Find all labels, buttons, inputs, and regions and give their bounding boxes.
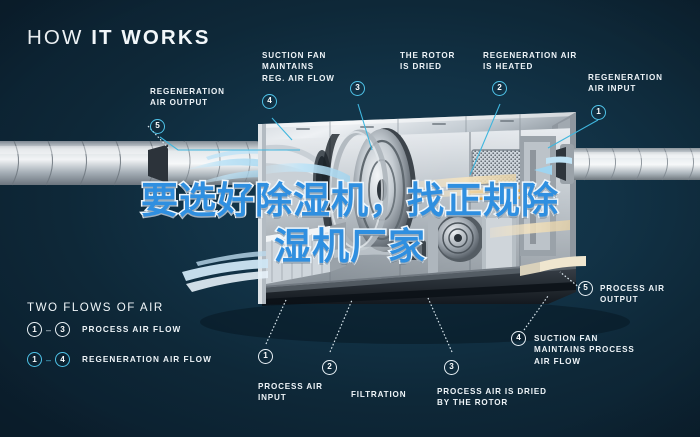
callout-badge-regeneration-air-heated[interactable]: 2	[492, 81, 507, 96]
legend-badge-from: 1	[27, 352, 42, 367]
dehumidifier-cabinet	[258, 112, 576, 306]
legend-row-process-air-flow: 1 – 3 PROCESS AIR FLOW	[27, 322, 181, 337]
callout-badge-rotor-is-dried[interactable]: 3	[350, 81, 365, 96]
callout-label-filtration: FILTRATION	[351, 390, 407, 399]
callout-label-process-air-dried: PROCESS AIR IS DRIED BY THE ROTOR	[437, 387, 547, 408]
filtration-unit	[266, 222, 346, 284]
legend-dash: –	[46, 354, 52, 365]
callout-badge-regeneration-air-output[interactable]: 5	[150, 119, 165, 134]
callout-label-regeneration-air-input: REGENERATION AIR INPUT	[588, 73, 663, 94]
callout-label-process-air-output: PROCESS AIR OUTPUT	[600, 284, 665, 305]
legend-heading: TWO FLOWS OF AIR	[27, 301, 164, 314]
legend-text-process-air-flow: PROCESS AIR FLOW	[82, 325, 182, 334]
leader-lines-cyan	[159, 103, 599, 176]
legend-text-regeneration-air-flow: REGENERATION AIR FLOW	[82, 355, 212, 364]
callout-badge-process-air-output[interactable]: 5	[578, 281, 593, 296]
internal-airflow-ribbons	[266, 163, 570, 258]
legend-badge-to: 3	[55, 322, 71, 337]
process-air-output-lip	[520, 256, 586, 276]
legend-dash: –	[46, 324, 52, 335]
page-title: HOW IT WORKS	[27, 26, 211, 50]
desiccant-rotor	[321, 128, 416, 252]
callout-label-rotor-is-dried: THE ROTOR IS DRIED	[400, 51, 456, 72]
callout-badge-suction-fan-process[interactable]: 4	[511, 331, 526, 346]
legend-badge-to: 4	[55, 352, 71, 367]
callout-badge-filtration[interactable]: 2	[322, 360, 337, 375]
callout-label-process-air-input: PROCESS AIR INPUT	[258, 382, 323, 403]
airflow-process-input-ribbons	[182, 251, 268, 292]
legend-badge-from: 1	[27, 322, 42, 337]
callout-badge-process-air-input[interactable]: 1	[258, 349, 273, 364]
callout-label-regeneration-air-output: REGENERATION AIR OUTPUT	[150, 87, 225, 108]
right-spiral-duct	[556, 144, 700, 184]
callout-label-suction-fan-process: SUCTION FAN MAINTAINS PROCESS AIR FLOW	[534, 334, 635, 366]
page-title-bold: IT WORKS	[91, 26, 211, 49]
process-suction-fan	[400, 210, 516, 276]
legend-row-regeneration-air-flow: 1 – 4 REGENERATION AIR FLOW	[27, 352, 212, 367]
leader-lines-dotted	[147, 125, 581, 353]
regeneration-air-input-panel	[520, 136, 556, 256]
airflow-regeneration-output	[186, 149, 270, 186]
callout-badge-suction-fan-reg[interactable]: 4	[262, 94, 277, 109]
airflow-process-output	[534, 156, 572, 175]
callout-label-regeneration-air-heated: REGENERATION AIR IS HEATED	[483, 51, 578, 72]
callout-label-suction-fan-reg: SUCTION FAN MAINTAINS REG. AIR FLOW	[262, 51, 335, 83]
callout-badge-process-air-dried[interactable]: 3	[444, 360, 459, 375]
callout-badge-regeneration-air-input[interactable]: 1	[591, 105, 606, 120]
page-title-light: HOW	[27, 26, 92, 49]
